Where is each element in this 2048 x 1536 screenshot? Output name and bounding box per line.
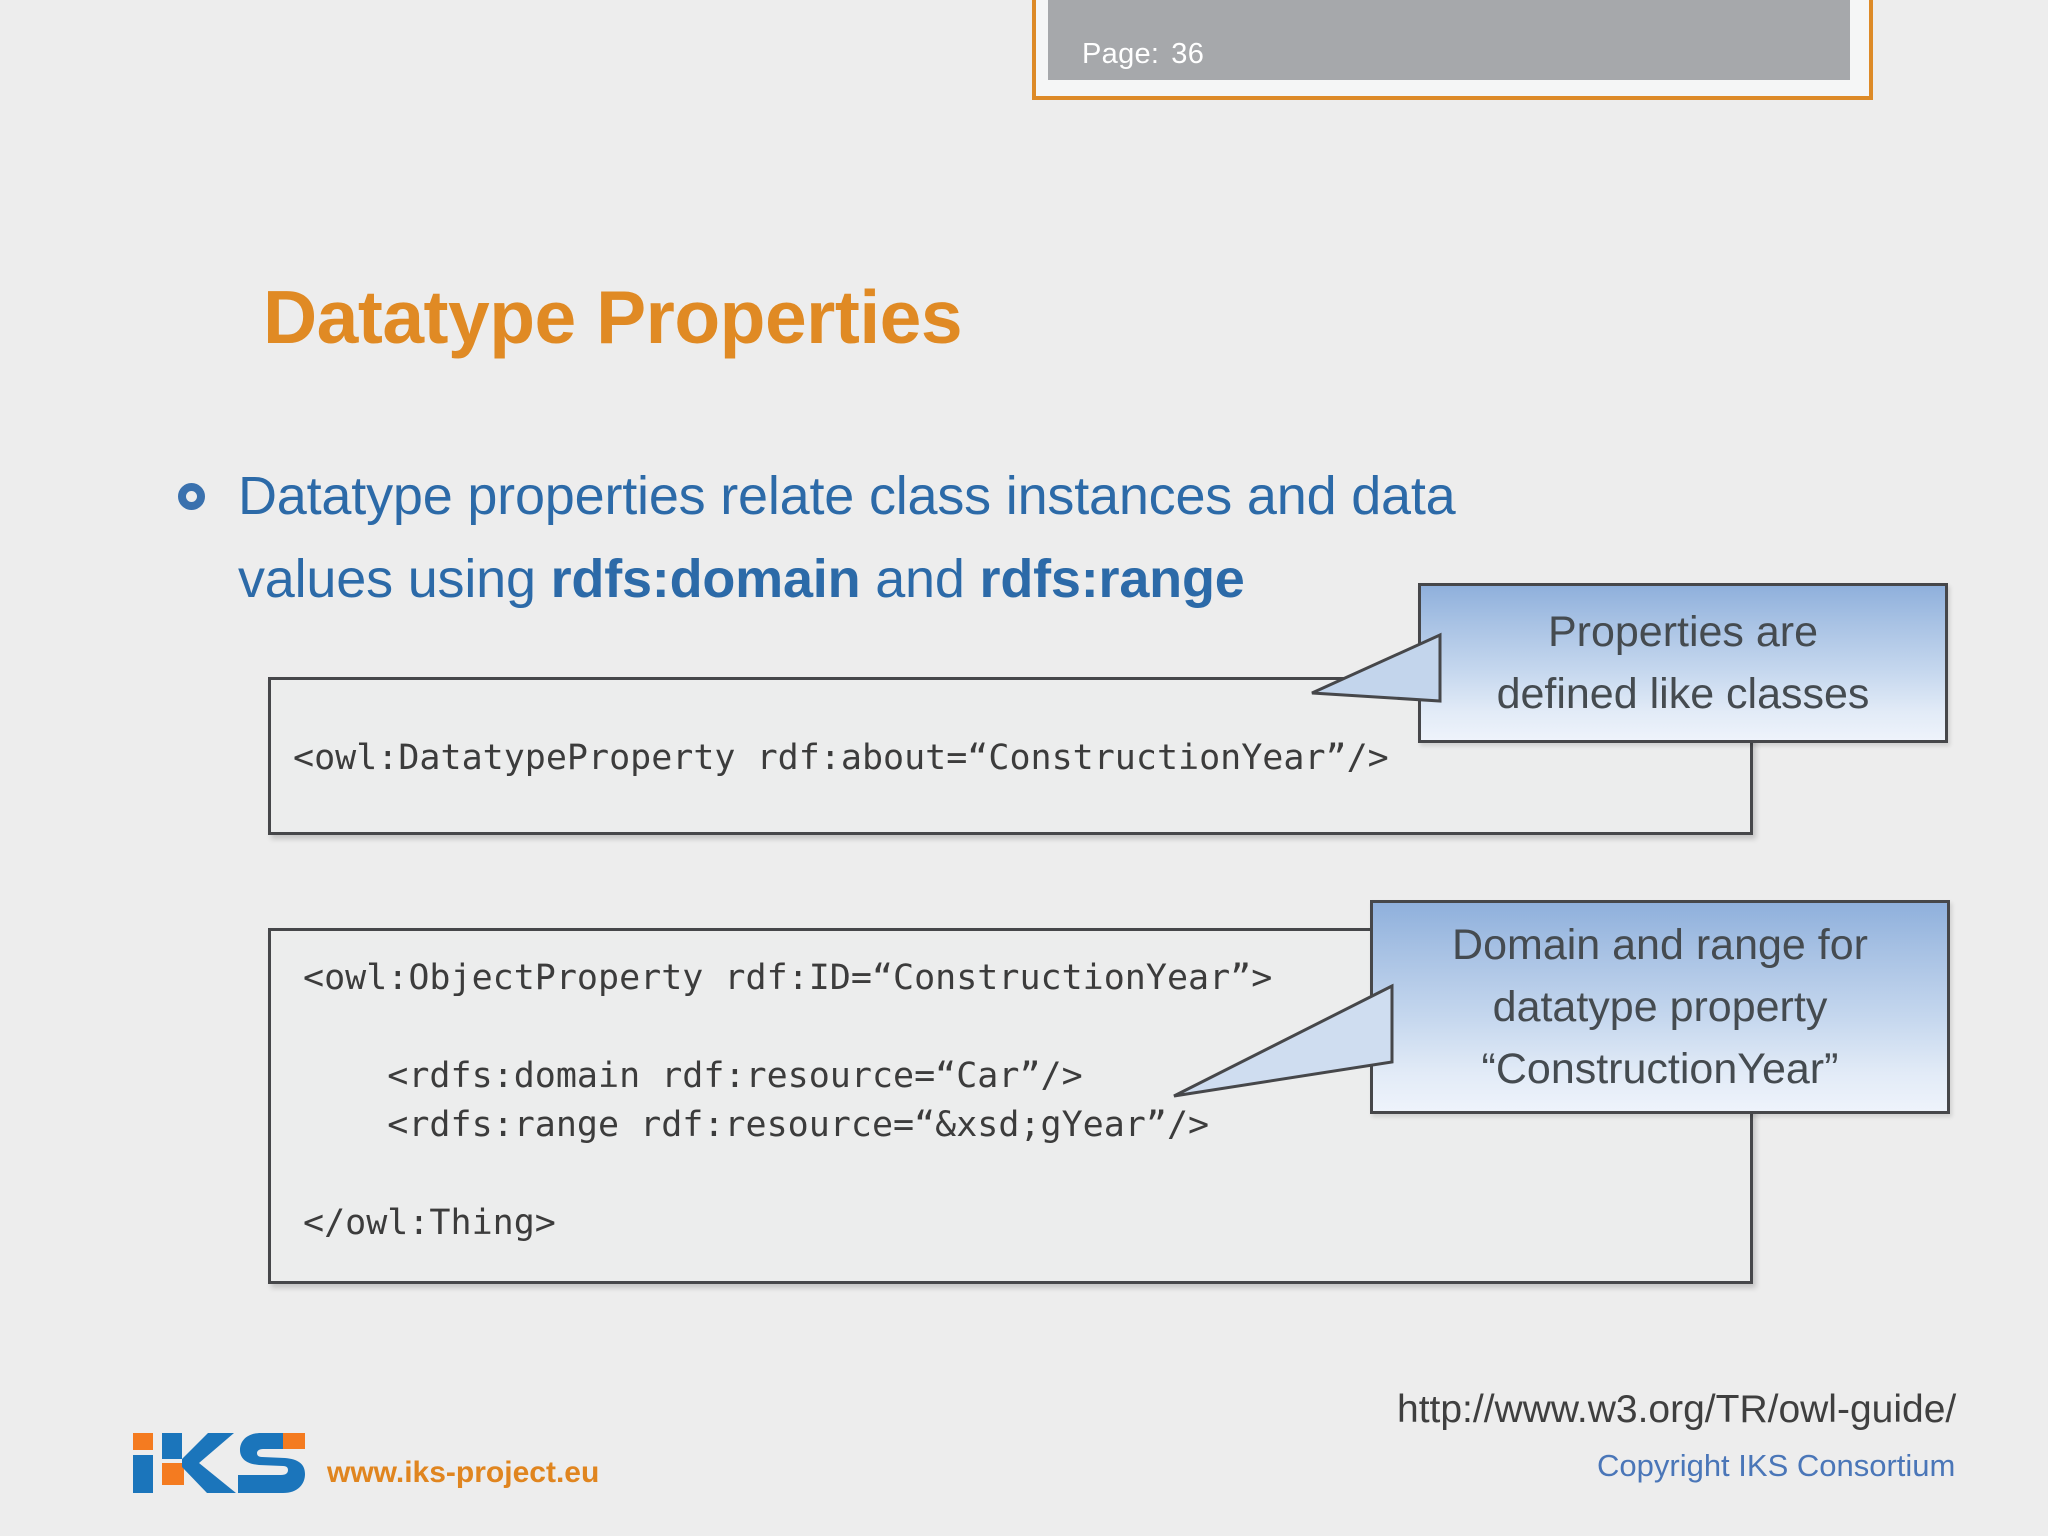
bullet-line-2-mid: and xyxy=(860,549,980,609)
callout-domain-and-range-note: Domain and range for datatype property “… xyxy=(1173,900,1950,1114)
bullet-term-rdfs-range: rdfs:range xyxy=(979,549,1245,609)
iks-logo-icon xyxy=(133,1433,305,1493)
callout-line-2: defined like classes xyxy=(1496,670,1870,718)
callout-tail-icon xyxy=(1311,632,1442,703)
callout-line-2: datatype property xyxy=(1492,983,1828,1031)
callout-line-3: “ConstructionYear” xyxy=(1481,1045,1839,1093)
bullet-line-2-prefix: values using xyxy=(238,549,551,609)
reference-url[interactable]: http://www.w3.org/TR/owl-guide/ xyxy=(1397,1388,1957,1431)
callout-text: Properties are defined like classes xyxy=(1418,583,1948,743)
copyright-text: Copyright IKS Consortium xyxy=(1597,1448,1956,1483)
bullet-line-1: Datatype properties relate class instanc… xyxy=(238,466,1456,526)
project-website-text[interactable]: www.iks-project.eu xyxy=(327,1456,600,1489)
callout-body xyxy=(1418,583,1948,743)
page-number-value: 36 xyxy=(1171,38,1205,70)
bullet-text: Datatype properties relate class instanc… xyxy=(238,455,1838,621)
callout-line-1: Properties are xyxy=(1547,608,1819,656)
callout-line-1: Domain and range for xyxy=(1452,921,1868,969)
ring-bullet-icon xyxy=(178,483,205,510)
code-text: <owl:DatatypeProperty rdf:about=“Constru… xyxy=(293,738,1389,778)
page-header-band xyxy=(1048,0,1850,80)
callout-properties-defined-like-classes: Properties are defined like classes xyxy=(1311,583,1948,743)
callout-body xyxy=(1370,900,1950,1114)
page-number-label: Page: 36 xyxy=(1082,38,1204,71)
page-title: Datatype Properties xyxy=(263,275,963,359)
callout-tail-icon xyxy=(1173,983,1394,1098)
bullet-term-rdfs-domain: rdfs:domain xyxy=(550,549,861,609)
code-text: <owl:ObjectProperty rdf:ID=“Construction… xyxy=(303,958,1273,1243)
page-label-text: Page: xyxy=(1082,38,1160,70)
callout-text: Domain and range for datatype property “… xyxy=(1370,900,1950,1114)
